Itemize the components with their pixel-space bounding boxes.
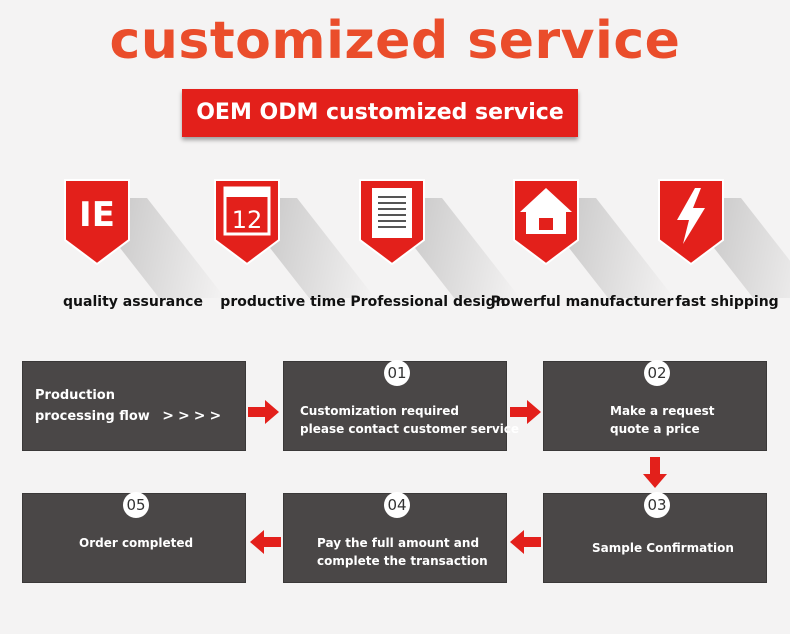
- calendar-glyph: 12: [232, 206, 263, 234]
- step-line1: Customization required: [300, 404, 459, 418]
- feature-professional-design: Professional design: [350, 178, 521, 318]
- flow-intro-box: Production processing flow >>>>: [22, 361, 246, 451]
- factory-icon: [513, 179, 579, 266]
- feature-label: quality assurance: [63, 294, 203, 310]
- step-line1: Pay the full amount and: [317, 536, 480, 550]
- feature-powerful-manufacturer: Powerful manufacturer: [491, 178, 675, 318]
- flow-step-02: 02 Make a request quote a price: [543, 360, 767, 451]
- arrow-left-icon: [250, 530, 281, 554]
- flow-intro-line2: processing flow: [35, 409, 150, 424]
- feature-label: productive time: [220, 294, 346, 310]
- flow-step-05: 05 Order completed: [22, 492, 246, 583]
- page-title: customized service: [109, 11, 681, 71]
- step-number-badge: 03: [644, 492, 670, 518]
- flow-step-04: 04 Pay the full amount and complete the …: [283, 492, 507, 583]
- step-number-badge: 02: [644, 360, 670, 386]
- feature-label: Powerful manufacturer: [490, 294, 674, 310]
- quality-glyph: IE: [79, 195, 115, 235]
- step-line2: please contact customer service: [300, 422, 520, 436]
- arrow-right-icon: [248, 400, 279, 424]
- flow-step-01: 01 Customization required please contact…: [283, 360, 519, 451]
- flow-intro-line1: Production: [35, 388, 115, 403]
- document-icon: [359, 179, 425, 266]
- feature-productive-time: 12 productive time: [213, 178, 376, 318]
- feature-quality-assurance: IE quality assurance: [63, 178, 226, 318]
- step-line1: Sample Confirmation: [592, 541, 734, 555]
- arrow-left-icon: [510, 530, 541, 554]
- feature-fast-shipping: fast shipping: [657, 178, 790, 318]
- subtitle-banner: OEM ODM customized service: [182, 89, 578, 137]
- arrow-down-icon: [643, 457, 667, 488]
- step-number-badge: 01: [384, 360, 410, 386]
- feature-label: fast shipping: [675, 294, 779, 310]
- arrow-right-icon: [510, 400, 541, 424]
- step-line2: quote a price: [610, 422, 700, 436]
- flow-step-03: 03 Sample Confirmation: [543, 492, 767, 583]
- step-line2: complete the transaction: [317, 554, 488, 568]
- step-number-badge: 05: [123, 492, 149, 518]
- step-number-badge: 04: [384, 492, 410, 518]
- step-line1: Make a request: [610, 404, 715, 418]
- step-line1: Order completed: [79, 536, 194, 550]
- feature-label: Professional design: [350, 294, 506, 310]
- calendar-icon: 12: [214, 179, 280, 266]
- flow-intro-arrows: >>>>: [162, 408, 226, 424]
- lightning-icon: [658, 179, 724, 266]
- quality-ie-icon: IE: [64, 179, 130, 266]
